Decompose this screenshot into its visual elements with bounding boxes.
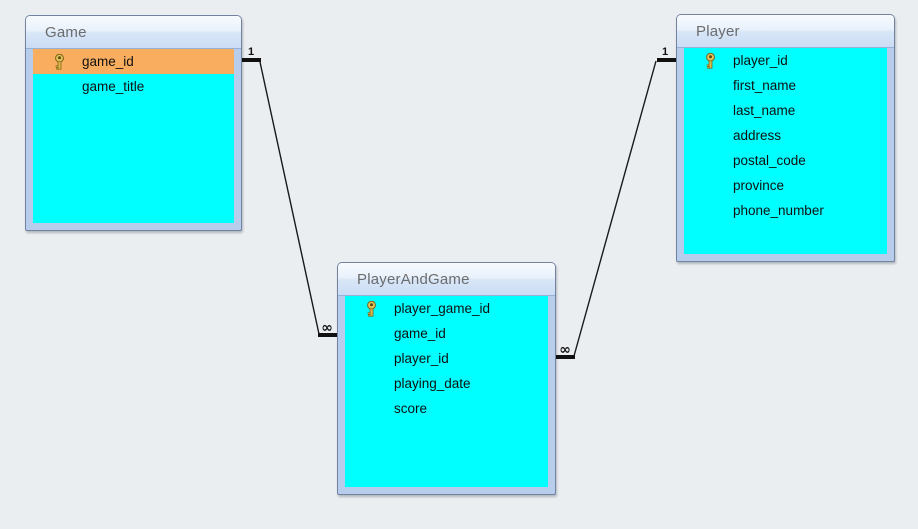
field-name: game_id — [82, 54, 134, 69]
field-row[interactable]: last_name — [684, 98, 887, 123]
field-name: game_title — [82, 79, 145, 94]
field-row[interactable]: game_title — [33, 74, 234, 99]
field-row[interactable]: postal_code — [684, 148, 887, 173]
field-row[interactable]: game_id — [33, 49, 234, 74]
table-card-player[interactable]: Player player_id first_name — [676, 14, 895, 262]
primary-key-icon — [47, 53, 71, 70]
cardinality-many-label: ∞ — [321, 320, 333, 336]
relationship-line-game-playerandgame[interactable]: 1 ∞ — [242, 46, 337, 337]
cardinality-one-label: 1 — [248, 46, 254, 58]
primary-key-icon — [359, 300, 383, 317]
field-name: address — [733, 128, 782, 143]
table-title: Player — [696, 22, 740, 40]
field-row[interactable]: playing_date — [345, 371, 548, 396]
table-field-list-playerandgame: player_game_id game_id player_id playing… — [345, 296, 548, 487]
field-name: last_name — [733, 103, 796, 118]
field-row[interactable]: game_id — [345, 321, 548, 346]
field-name: province — [733, 178, 785, 193]
field-name: player_id — [733, 53, 788, 68]
field-name: first_name — [733, 78, 797, 93]
field-row[interactable]: province — [684, 173, 887, 198]
field-name: phone_number — [733, 203, 824, 218]
field-row[interactable]: player_game_id — [345, 296, 548, 321]
field-row[interactable]: address — [684, 123, 887, 148]
field-row[interactable]: phone_number — [684, 198, 887, 223]
field-row[interactable]: player_id — [684, 48, 887, 73]
field-row[interactable]: score — [345, 396, 548, 421]
field-name: player_id — [394, 351, 449, 366]
field-row[interactable]: first_name — [684, 73, 887, 98]
table-title: PlayerAndGame — [357, 270, 470, 288]
field-name: playing_date — [394, 376, 471, 391]
table-title: Game — [45, 23, 87, 41]
field-name: player_game_id — [394, 301, 491, 316]
cardinality-many-label: ∞ — [559, 342, 571, 358]
table-header-game[interactable]: Game — [26, 16, 241, 49]
table-header-playerandgame[interactable]: PlayerAndGame — [338, 263, 555, 296]
field-row[interactable]: player_id — [345, 346, 548, 371]
field-name: game_id — [394, 326, 446, 341]
table-card-playerandgame[interactable]: PlayerAndGame player_game_id game_id — [337, 262, 556, 495]
field-name: postal_code — [733, 153, 806, 168]
table-field-list-player: player_id first_name last_name address p… — [684, 48, 887, 254]
table-card-game[interactable]: Game game_id game_title — [25, 15, 242, 231]
field-name: score — [394, 401, 428, 416]
relationship-line-player-playerandgame[interactable]: ∞ 1 — [556, 46, 676, 359]
table-field-list-game: game_id game_title — [33, 49, 234, 223]
table-header-player[interactable]: Player — [677, 15, 894, 48]
primary-key-icon — [698, 52, 722, 69]
cardinality-one-label: 1 — [662, 46, 668, 58]
